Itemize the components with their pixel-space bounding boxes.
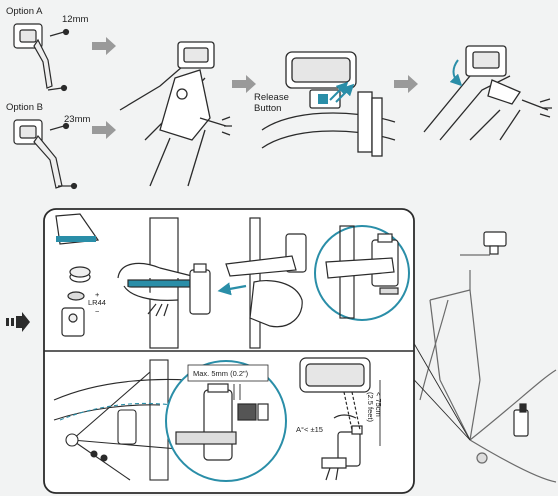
gap-detail-zoom — [165, 360, 287, 482]
option-a-size: 12mm — [62, 14, 88, 25]
distance-label-line1: < 75cm — [374, 392, 383, 417]
sensor-option-a — [13, 23, 53, 89]
strap-detail-zoom — [314, 225, 410, 321]
battery-plus-sign: + — [95, 290, 100, 299]
max-gap-box — [187, 364, 269, 382]
bike-illustration — [419, 254, 557, 483]
step-arrow-icon — [92, 37, 418, 139]
computer-mount-illustration — [261, 51, 396, 157]
strap-fork-illustration — [117, 217, 211, 349]
screw-icon — [47, 28, 70, 92]
fork-sensor-small — [513, 403, 529, 437]
release-button-label-line1: Release — [254, 92, 289, 103]
rotate-sensor-illustration — [423, 45, 552, 141]
next-step-arrow-icon — [6, 312, 30, 332]
alignment-illustration — [299, 357, 381, 481]
screw-icon — [49, 122, 78, 190]
battery-minus-sign: − — [95, 307, 100, 316]
option-b-label: Option B — [6, 102, 43, 113]
release-button-label-line2: Button — [254, 103, 281, 114]
sensor-option-b — [13, 119, 63, 189]
callout-line — [404, 339, 471, 441]
battery-install-illustration — [55, 213, 100, 337]
option-b-group: Option B 23mm — [6, 102, 90, 190]
release-button-highlight — [318, 94, 328, 104]
battery-type-label: LR44 — [88, 298, 106, 307]
tighten-strap-illustration — [217, 217, 307, 349]
distance-label-line2: (2.5 feet) — [366, 392, 375, 423]
option-a-label: Option A — [6, 6, 43, 17]
option-a-group: Option A 12mm — [6, 6, 88, 92]
option-b-size: 23mm — [64, 114, 90, 125]
fork-mount-illustration — [119, 41, 232, 187]
angle-label: A°< ±15 — [296, 425, 323, 434]
handlebar-computer-small — [483, 231, 507, 255]
max-gap-label: Max. 5mm (0.2") — [193, 369, 249, 378]
